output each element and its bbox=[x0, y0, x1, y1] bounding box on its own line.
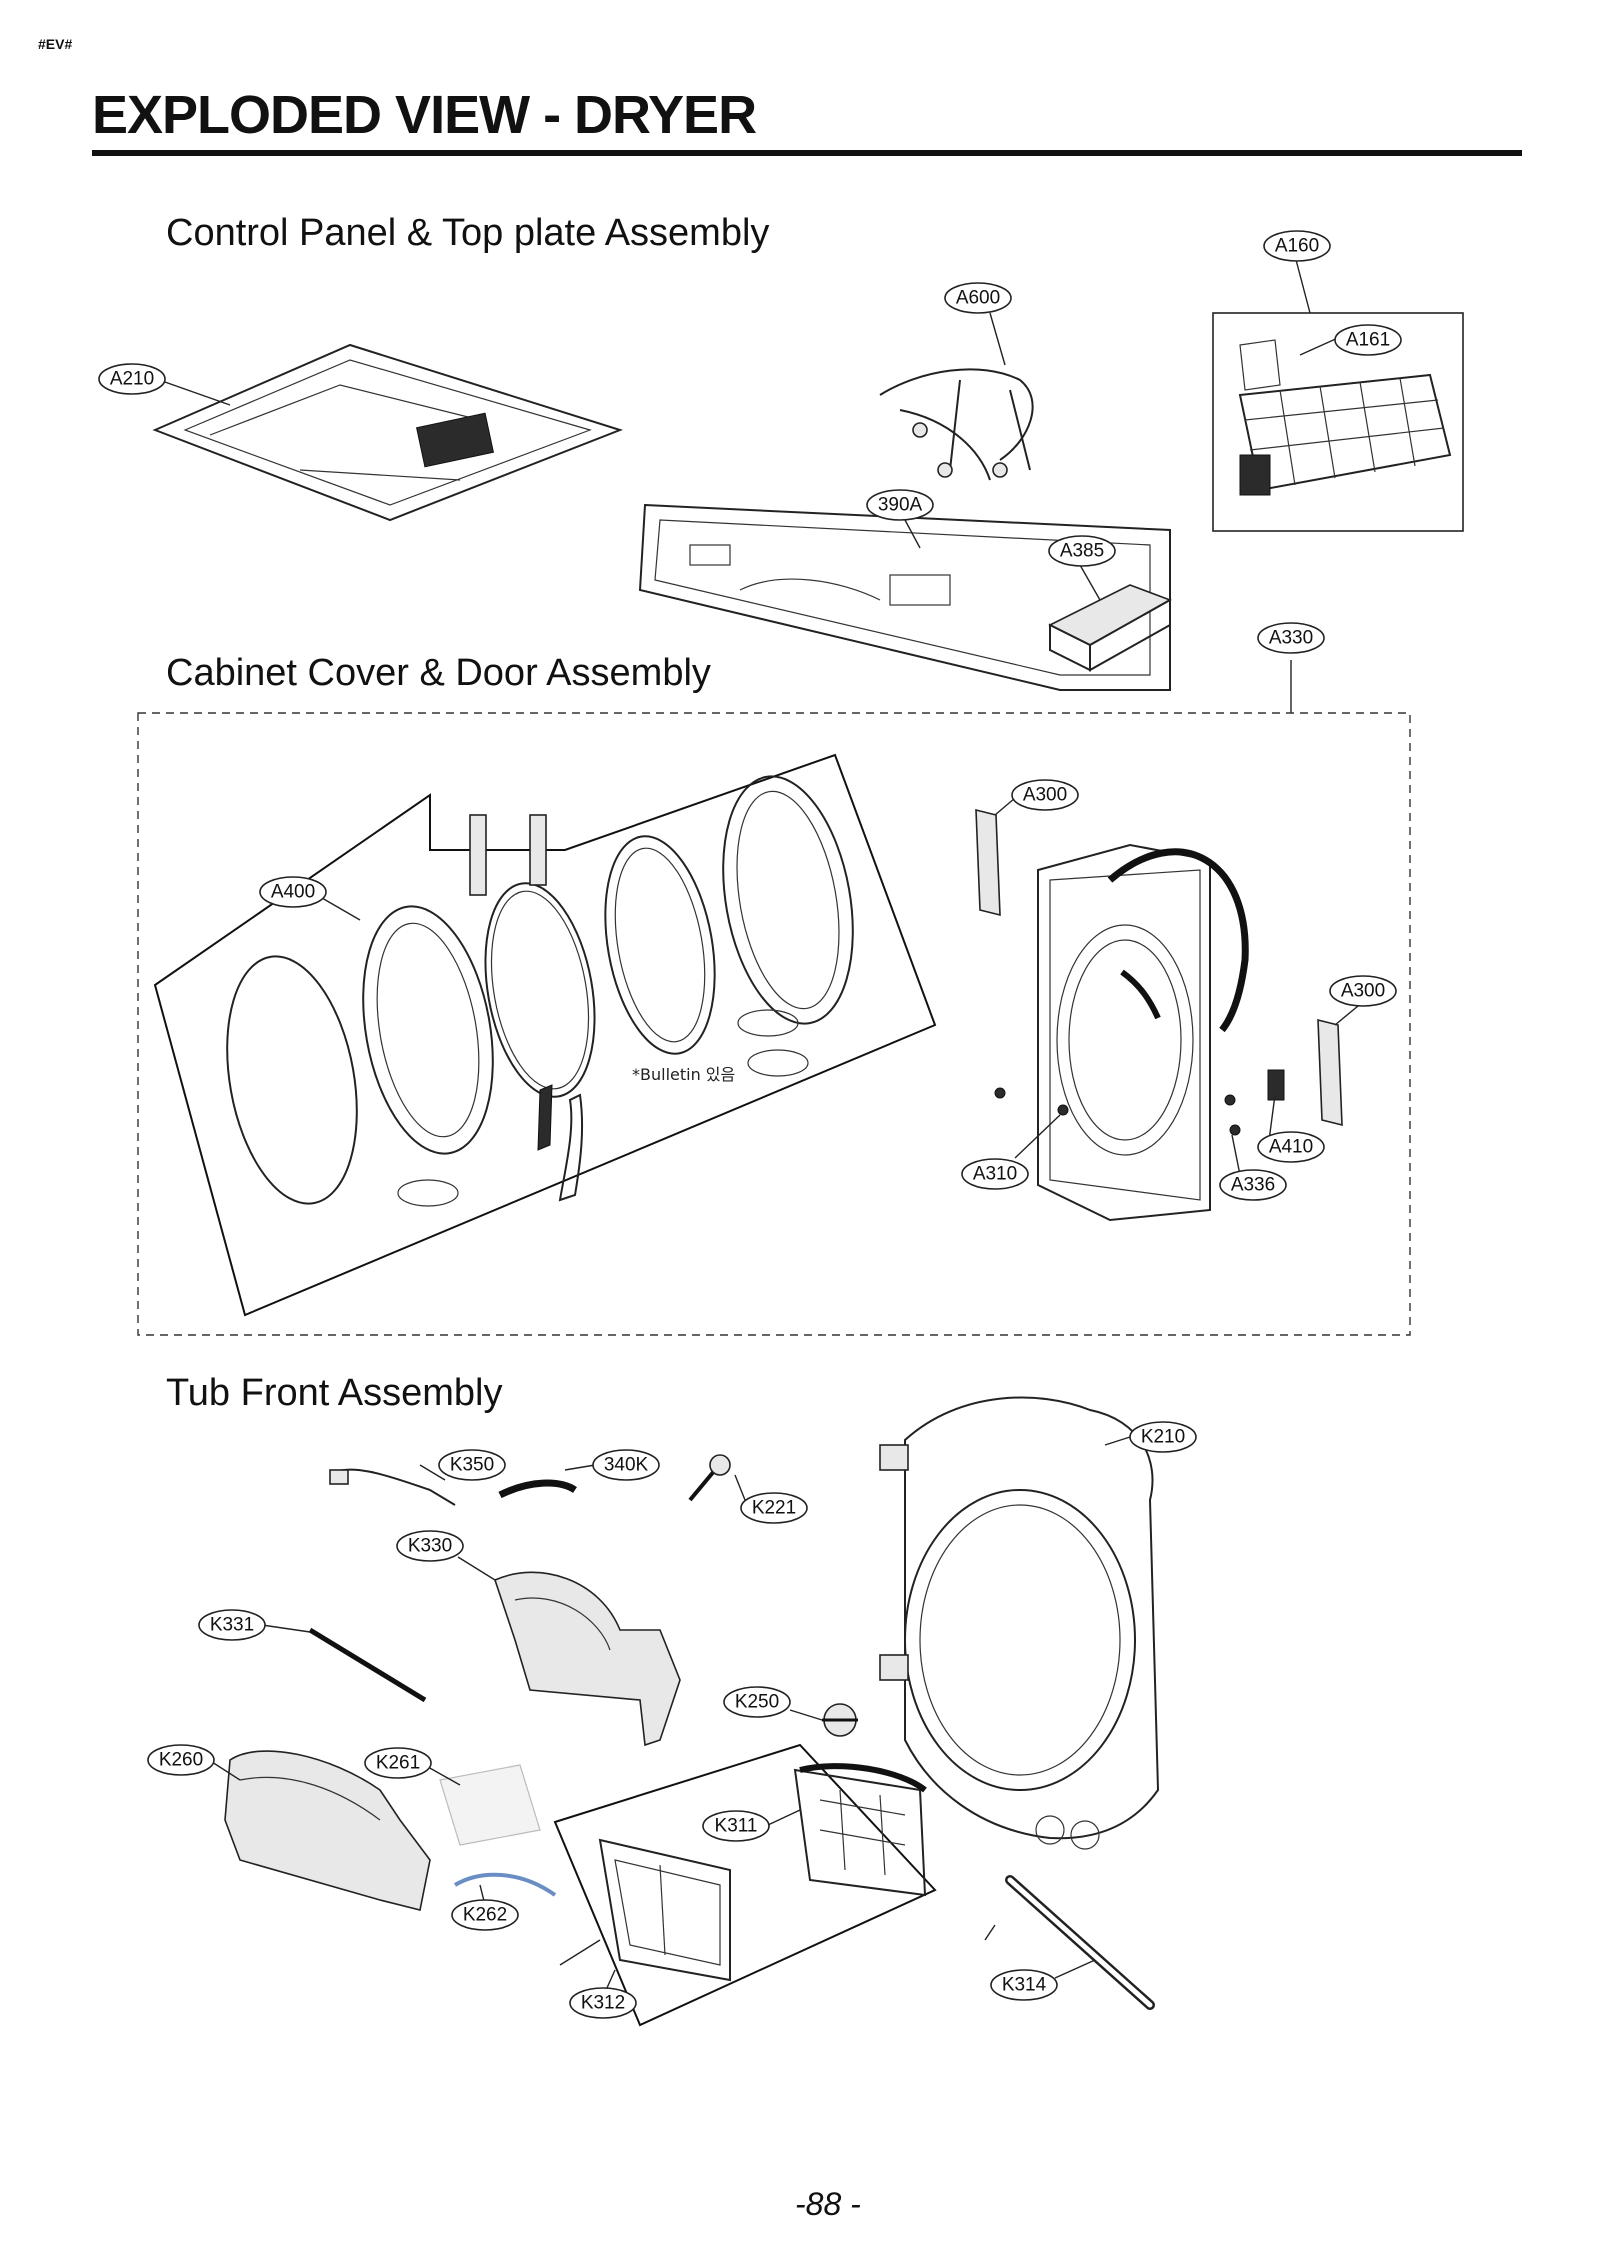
duct-drawing bbox=[494, 1571, 681, 1747]
door-assembly-panel bbox=[153, 753, 937, 1317]
label-K261: K261 bbox=[364, 1747, 432, 1779]
label-A385: A385 bbox=[1048, 535, 1116, 567]
label-A160: A160 bbox=[1263, 230, 1331, 262]
svg-text:K331: K331 bbox=[210, 1615, 254, 1636]
label-K312: K312 bbox=[569, 1987, 637, 2019]
label-A310: A310 bbox=[961, 1158, 1029, 1190]
section-heading-control-panel: Control Panel & Top plate Assembly bbox=[166, 212, 770, 254]
section-heading-tub-front: Tub Front Assembly bbox=[166, 1372, 503, 1414]
svg-text:K210: K210 bbox=[1141, 1427, 1185, 1448]
tub-front-drawing bbox=[879, 1396, 1160, 1850]
label-A161: A161 bbox=[1334, 324, 1402, 356]
label-K262: K262 bbox=[451, 1899, 519, 1931]
top-plate-drawing bbox=[152, 343, 624, 522]
svg-text:K350: K350 bbox=[450, 1455, 494, 1476]
document-tag: #EV# bbox=[38, 36, 73, 52]
heater-clip-drawing bbox=[498, 1479, 577, 1499]
svg-text:390A: 390A bbox=[878, 495, 923, 516]
svg-text:A336: A336 bbox=[1231, 1175, 1275, 1196]
label-A410: A410 bbox=[1257, 1131, 1325, 1163]
bulletin-note: *Bulletin 있음 bbox=[632, 1065, 735, 1084]
svg-text:K262: K262 bbox=[463, 1905, 507, 1926]
label-A300-right: A300 bbox=[1329, 975, 1397, 1007]
filter-screen-drawing bbox=[439, 1764, 541, 1846]
svg-text:340K: 340K bbox=[604, 1455, 649, 1476]
control-box-drawing bbox=[1048, 584, 1172, 672]
door-parts-drawing bbox=[226, 775, 854, 1207]
label-340K: 340K bbox=[592, 1449, 660, 1481]
svg-text:K250: K250 bbox=[735, 1692, 779, 1713]
svg-text:A300: A300 bbox=[1341, 981, 1385, 1002]
label-K260: K260 bbox=[147, 1744, 215, 1776]
section-heading-cabinet: Cabinet Cover & Door Assembly bbox=[166, 652, 711, 694]
label-A330: A330 bbox=[1257, 622, 1325, 654]
filter-inset-frame bbox=[553, 1743, 937, 2027]
label-A400: A400 bbox=[259, 876, 327, 908]
svg-text:K260: K260 bbox=[159, 1750, 203, 1771]
lint-filter-drawing bbox=[598, 1763, 927, 1982]
label-K311: K311 bbox=[702, 1810, 770, 1842]
label-A336: A336 bbox=[1219, 1169, 1287, 1201]
svg-text:A410: A410 bbox=[1269, 1137, 1313, 1158]
filter-housing-drawing bbox=[224, 1750, 431, 1911]
svg-text:K330: K330 bbox=[408, 1536, 452, 1557]
svg-text:A300: A300 bbox=[1023, 785, 1067, 806]
label-A300-top: A300 bbox=[1011, 779, 1079, 811]
label-K250: K250 bbox=[723, 1686, 791, 1718]
thermistor-drawing bbox=[688, 1454, 731, 1502]
label-K210: K210 bbox=[1129, 1421, 1197, 1453]
label-A210: A210 bbox=[98, 363, 166, 395]
svg-text:A330: A330 bbox=[1269, 628, 1313, 649]
wire-harness-drawing bbox=[879, 368, 1034, 481]
svg-text:A160: A160 bbox=[1275, 236, 1319, 257]
svg-text:A600: A600 bbox=[956, 288, 1000, 309]
pcb-drawing bbox=[1238, 339, 1452, 496]
page-number: -88 - bbox=[795, 2186, 861, 2222]
svg-text:A210: A210 bbox=[110, 369, 154, 390]
rod-drawing bbox=[308, 1627, 427, 1703]
label-K331: K331 bbox=[198, 1609, 266, 1641]
label-K221: K221 bbox=[740, 1492, 808, 1524]
pcb-inset-frame bbox=[1212, 312, 1464, 532]
label-A600: A600 bbox=[944, 282, 1012, 314]
label-390A: 390A bbox=[866, 489, 934, 521]
svg-text:K312: K312 bbox=[581, 1993, 625, 2014]
svg-text:K221: K221 bbox=[752, 1498, 796, 1519]
filter-gasket-drawing bbox=[453, 1872, 557, 1897]
lifter-drawing bbox=[1005, 1875, 1155, 2010]
svg-text:A400: A400 bbox=[271, 882, 315, 903]
label-K314: K314 bbox=[990, 1969, 1058, 2001]
label-K350: K350 bbox=[438, 1449, 506, 1481]
svg-text:A161: A161 bbox=[1346, 330, 1390, 351]
title-divider bbox=[92, 150, 1522, 156]
label-K330: K330 bbox=[396, 1530, 464, 1562]
svg-text:A385: A385 bbox=[1060, 541, 1104, 562]
svg-text:K311: K311 bbox=[715, 1816, 758, 1837]
svg-text:A310: A310 bbox=[973, 1164, 1017, 1185]
cabinet-section-frame bbox=[137, 712, 1411, 1336]
sensor-assembly-drawing bbox=[822, 1703, 858, 1737]
page-title: EXPLODED VIEW - DRYER bbox=[92, 85, 757, 145]
svg-text:K314: K314 bbox=[1002, 1975, 1047, 1996]
svg-text:K261: K261 bbox=[376, 1753, 420, 1774]
cabinet-front-drawing bbox=[975, 808, 1343, 1222]
